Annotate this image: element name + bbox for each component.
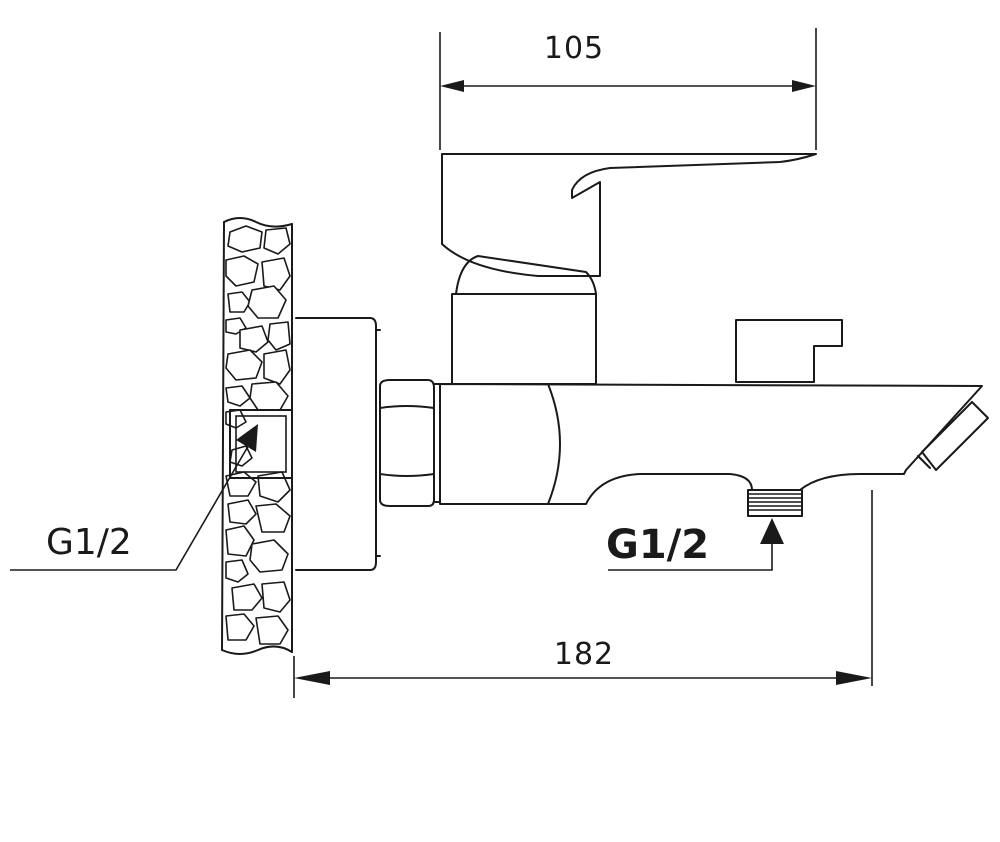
outlet-thread xyxy=(747,489,803,517)
inlet-pipe-inner xyxy=(235,415,287,473)
outlet-thread-label: G1/2 xyxy=(606,522,709,568)
inlet-thread-label: G1/2 xyxy=(46,522,132,563)
inlet-pipe-outer xyxy=(229,409,293,479)
mixer-body xyxy=(439,255,983,505)
cartridge-dome xyxy=(455,255,597,295)
dim-arrow-left xyxy=(440,80,464,92)
wall-bottom-edge xyxy=(221,645,293,655)
dimension-bottom: 182 xyxy=(293,490,873,698)
dim-arrow-left-bottom xyxy=(294,671,330,685)
dimension-top-value: 105 xyxy=(544,31,604,66)
inlet-arrow xyxy=(236,424,258,452)
diverter-button xyxy=(735,319,843,383)
wall-top-edge xyxy=(223,217,293,228)
dimension-top: 105 xyxy=(439,28,817,150)
dim-arrow-right xyxy=(792,80,816,92)
spout-aerator xyxy=(917,401,989,471)
outlet-label-callout: G1/2 xyxy=(606,518,784,571)
wall-section xyxy=(221,217,293,655)
dimension-bottom-value: 182 xyxy=(554,637,614,672)
escutcheon-plate xyxy=(295,317,377,571)
cartridge-housing xyxy=(451,293,597,385)
wall-left-edge xyxy=(221,221,225,651)
outlet-arrow xyxy=(760,518,784,544)
dim-arrow-right-bottom xyxy=(836,671,872,685)
inlet-label-callout: G1/2 xyxy=(10,424,258,571)
lever-handle xyxy=(441,153,817,277)
hex-nut xyxy=(379,379,441,507)
